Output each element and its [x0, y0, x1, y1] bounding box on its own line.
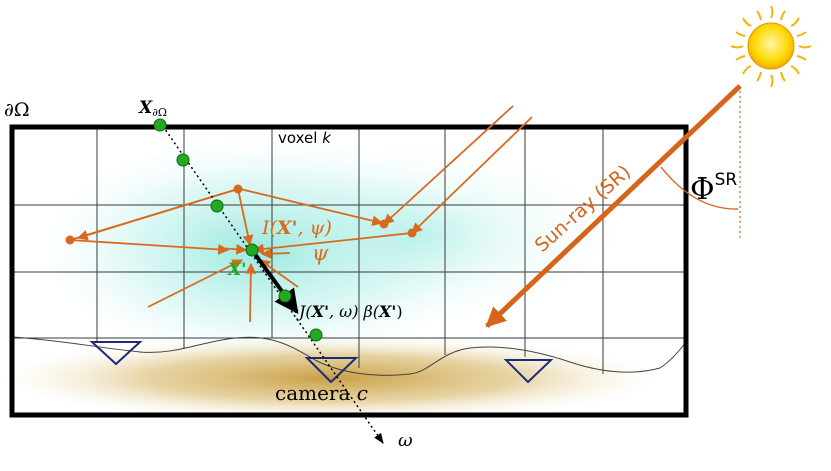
camera-triangle-icon	[89, 341, 143, 366]
camera-triangle-icon	[304, 357, 359, 384]
domain-frame	[9, 124, 689, 418]
zenith-angle-arc	[660, 166, 739, 210]
sample-points	[153, 118, 323, 342]
sun-ray-arrow	[485, 84, 742, 328]
voxel-label: voxel k	[278, 129, 332, 147]
ground-surface	[0, 336, 687, 420]
zenith-angle-label: ΦSR	[690, 170, 737, 207]
camera-triangle-icon	[503, 359, 554, 384]
scatter-point	[245, 243, 259, 257]
boundary-point-label: X∂Ω	[138, 98, 167, 119]
voxel-grid	[12, 127, 686, 374]
boundary-point	[153, 118, 167, 132]
emission-direction-arrow	[250, 248, 299, 314]
camera-markers	[89, 341, 554, 384]
line-of-sight	[159, 121, 384, 444]
scatter-vertices	[65, 184, 417, 245]
omega-label: ω	[398, 430, 413, 451]
domain-boundary-label: ∂Ω	[4, 99, 30, 121]
scattering-paths	[69, 105, 533, 323]
camera-label: camera c	[275, 381, 368, 405]
radiance-label: I(X', ψ)	[261, 217, 332, 239]
source-term-label: J(X', ω) β(X')	[296, 302, 403, 321]
sun-icon	[730, 5, 812, 88]
point-label: X'	[227, 260, 246, 280]
psi-label: ψ	[312, 241, 329, 265]
terrain-profile	[11, 336, 687, 376]
